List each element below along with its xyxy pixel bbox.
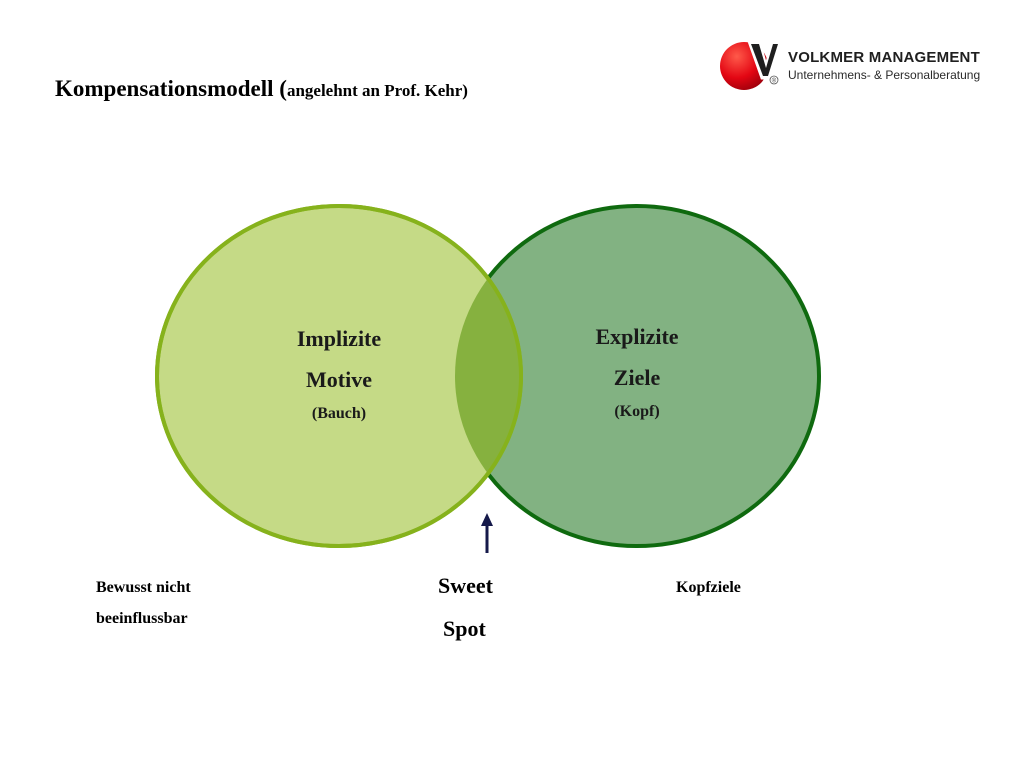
right-circle-note: (Kopf) <box>614 403 660 420</box>
left-circle-line1: Implizite <box>296 326 382 351</box>
left-caption-line2: beeinflussbar <box>96 610 188 627</box>
left-caption-line1: Bewusst nicht <box>96 579 191 596</box>
left-circle-line2: Motive <box>306 367 372 392</box>
sweet-spot-label: Sweet Spot <box>438 564 493 650</box>
left-caption: Bewusst nicht beeinflussbar <box>96 572 191 634</box>
logo-company-name: VOLKMER MANAGEMENT <box>788 49 980 66</box>
company-logo: ® VOLKMER MANAGEMENT Unternehmens- & Per… <box>718 38 1008 98</box>
right-circle-line1: Explizite <box>595 324 679 349</box>
right-caption: Kopfziele <box>676 579 741 596</box>
logo-mark-icon: ® <box>720 42 780 90</box>
right-circle-line2: Ziele <box>613 365 661 390</box>
logo-tagline: Unternehmens- & Personalberatung <box>788 68 981 82</box>
sweet-spot-line1: Sweet <box>438 573 493 598</box>
sweet-spot-arrow <box>481 513 493 553</box>
sweet-spot-line2: Spot <box>443 616 486 641</box>
page-title: Kompensationsmodell (angelehnt an Prof. … <box>55 76 468 102</box>
left-circle-outline <box>155 204 523 548</box>
left-circle-note: (Bauch) <box>311 405 367 422</box>
right-circle-label: Explizite Ziele (Kopf) <box>537 316 737 426</box>
title-main: Kompensationsmodell ( <box>55 76 287 101</box>
svg-text:®: ® <box>772 78 777 85</box>
left-circle-label: Implizite Motive (Bauch) <box>239 318 439 428</box>
title-subtitle: angelehnt an Prof. Kehr) <box>286 81 468 100</box>
